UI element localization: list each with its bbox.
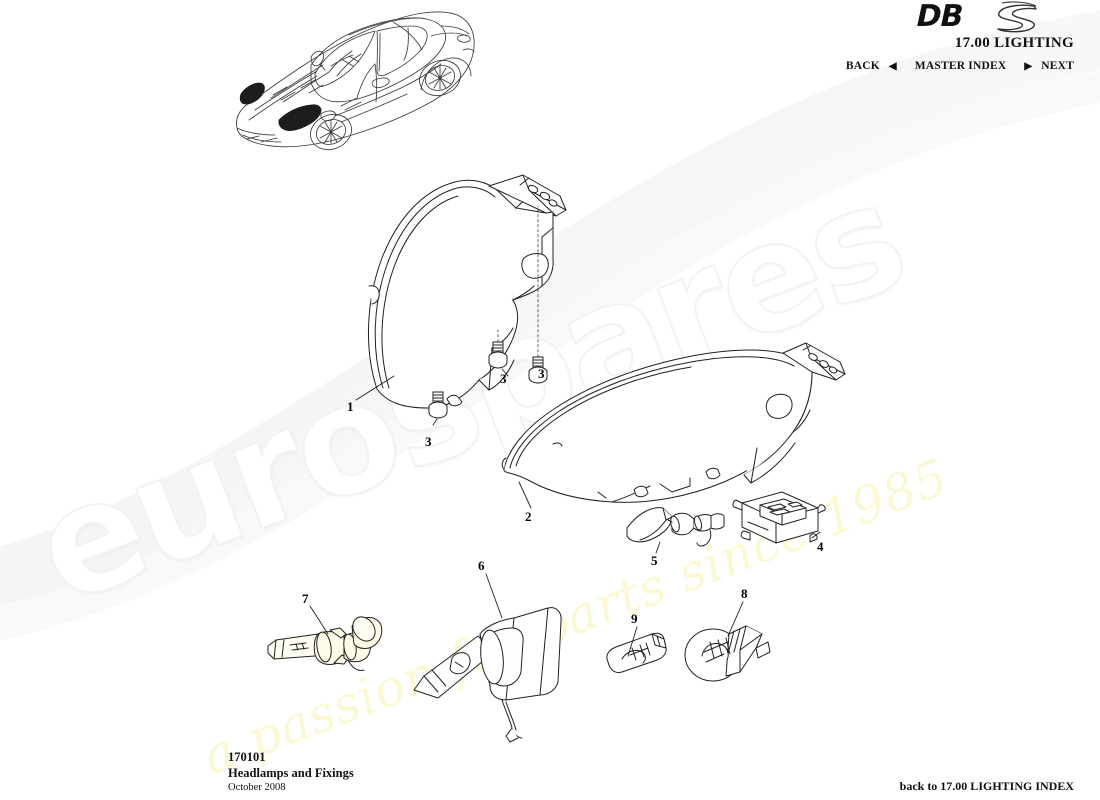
page-footer-left: 170101 Headlamps and Fixings October 200…: [228, 749, 354, 794]
page-header: DB 17.00 LIGHTING BACK ◀ MASTER INDEX ▶ NEXT: [846, 0, 1074, 72]
nav-back-link[interactable]: BACK: [845, 60, 880, 72]
headlamp-assembly-right-part: [501, 342, 846, 503]
dbs-wordmark-icon: DB: [913, 0, 1037, 34]
callout-8: 8: [741, 586, 748, 601]
wedge-base-bulb-large-part: [684, 625, 771, 682]
diagram-title: Headlamps and Fixings: [228, 765, 354, 780]
callout-2: 2: [525, 509, 532, 524]
callout-3b: 3: [500, 371, 507, 386]
footer-index-link[interactable]: back to 17.00 LIGHTING INDEX: [899, 779, 1074, 793]
diagram-date: October 2008: [228, 781, 286, 793]
hid-ballast-control-module-part: [732, 491, 826, 544]
header-nav: BACK ◀ MASTER INDEX ▶ NEXT: [846, 60, 1074, 72]
diagram-code: 170101: [228, 749, 266, 764]
xenon-hid-bulb-d1s-part: [413, 607, 562, 743]
callout-6: 6: [478, 558, 485, 573]
bulb-holder-connector-part: [626, 507, 725, 547]
callout-4: 4: [817, 539, 824, 554]
callout-3c: 3: [538, 366, 545, 381]
nav-next-link[interactable]: NEXT: [1041, 60, 1074, 72]
callout-7: 7: [302, 591, 309, 606]
dbs-logo: DB: [884, 0, 1074, 34]
section-title: 17.00 LIGHTING: [954, 35, 1074, 51]
callout-3a: 3: [425, 434, 432, 449]
nav-master-index-link[interactable]: MASTER INDEX: [914, 60, 1007, 72]
capless-wedge-bulb-small-part: [606, 632, 667, 673]
nav-back-arrow-icon[interactable]: ◀: [888, 61, 897, 72]
callout-5: 5: [651, 553, 658, 568]
nav-next-arrow-icon[interactable]: ▶: [1024, 61, 1033, 72]
svg-text:DB: DB: [913, 0, 966, 34]
halogen-bulb-h11-part: [267, 616, 383, 671]
callout-9: 9: [631, 611, 638, 626]
callout-1: 1: [347, 399, 354, 414]
